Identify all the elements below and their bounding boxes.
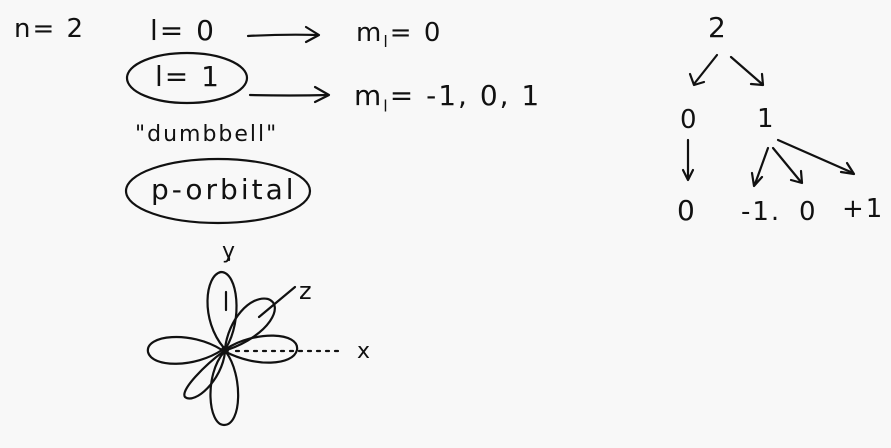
n-label: n= 2 (14, 14, 86, 44)
tree-ml-0-under-l0: 0 (677, 194, 697, 227)
arrow-l1-to-ml (248, 85, 331, 104)
ml-subscript-2: l (383, 96, 390, 116)
tree-l-0: 0 (680, 105, 699, 135)
axis-y-label: y (222, 239, 238, 264)
tree-root: 2 (708, 11, 728, 44)
ml-values: = -1, 0, 1 (389, 79, 542, 112)
ml-equals-0: ml= 0 (356, 20, 442, 50)
l-equals-0: l= 0 (150, 14, 216, 47)
l-equals-1: l= 1 (155, 60, 221, 93)
tree-l-1: 1 (757, 104, 776, 134)
tree-ml-plus-1: +1 (842, 194, 885, 224)
circle-around-l1 (125, 51, 249, 105)
p-orbital-sketch (146, 256, 340, 427)
ml-value: = 0 (389, 18, 443, 48)
circle-around-p-orbital (124, 157, 312, 225)
ml-symbol-2: m (354, 79, 384, 112)
dumbbell-label: "dumbbell" (135, 122, 279, 147)
tree-ml-minus-1: -1. (741, 197, 782, 227)
ml-subscript: l (383, 32, 390, 52)
arrow-l0-to-ml0 (246, 25, 321, 44)
axis-z-label: z (299, 277, 314, 305)
ml-symbol: m (356, 18, 384, 48)
tree-ml-0: 0 (799, 197, 818, 227)
quantum-number-tree-branches (681, 53, 856, 188)
ml-values-for-l1: ml= -1, 0, 1 (354, 82, 541, 115)
p-orbital-label: p-orbital (151, 173, 297, 206)
axis-x-label: x (357, 339, 373, 364)
